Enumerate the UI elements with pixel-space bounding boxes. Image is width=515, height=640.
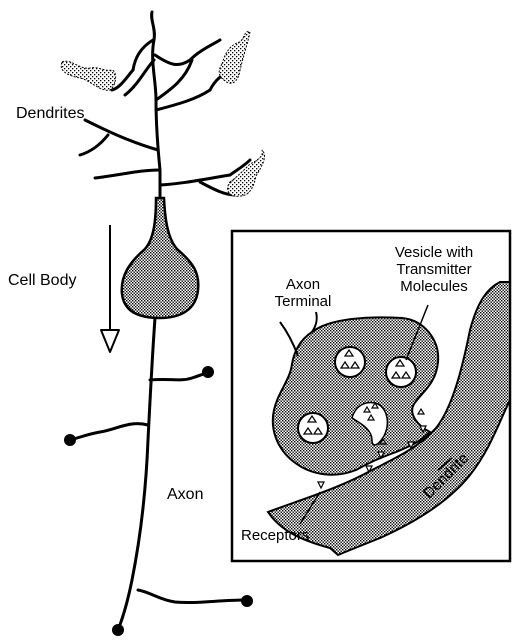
dendrite-contact-1 [61,61,115,90]
vesicle-2 [386,357,416,387]
label-vesicle-with-transmitter-molecules: Vesicle with Transmitter Molecules [374,244,494,295]
dendrite-contact-2 [219,32,250,84]
signal-direction-arrow [101,225,119,352]
axon-terminal-knob-4 [112,624,124,636]
axon [70,318,245,630]
label-receptors: Receptors [241,527,309,545]
axon-terminal-knob-2 [64,434,76,446]
label-axon: Axon [167,486,203,504]
label-axon-terminal: Axon Terminal [268,276,338,310]
label-cell-body: Cell Body [8,272,76,290]
vesicle-1 [335,347,365,377]
axon-terminal-knob-3 [241,595,253,607]
cell-body-soma [122,198,199,318]
dendrite-tree [80,12,250,200]
axon-terminal-knob-1 [202,366,214,378]
vesicle-3 [298,413,328,443]
label-dendrites: Dendrites [16,105,84,123]
